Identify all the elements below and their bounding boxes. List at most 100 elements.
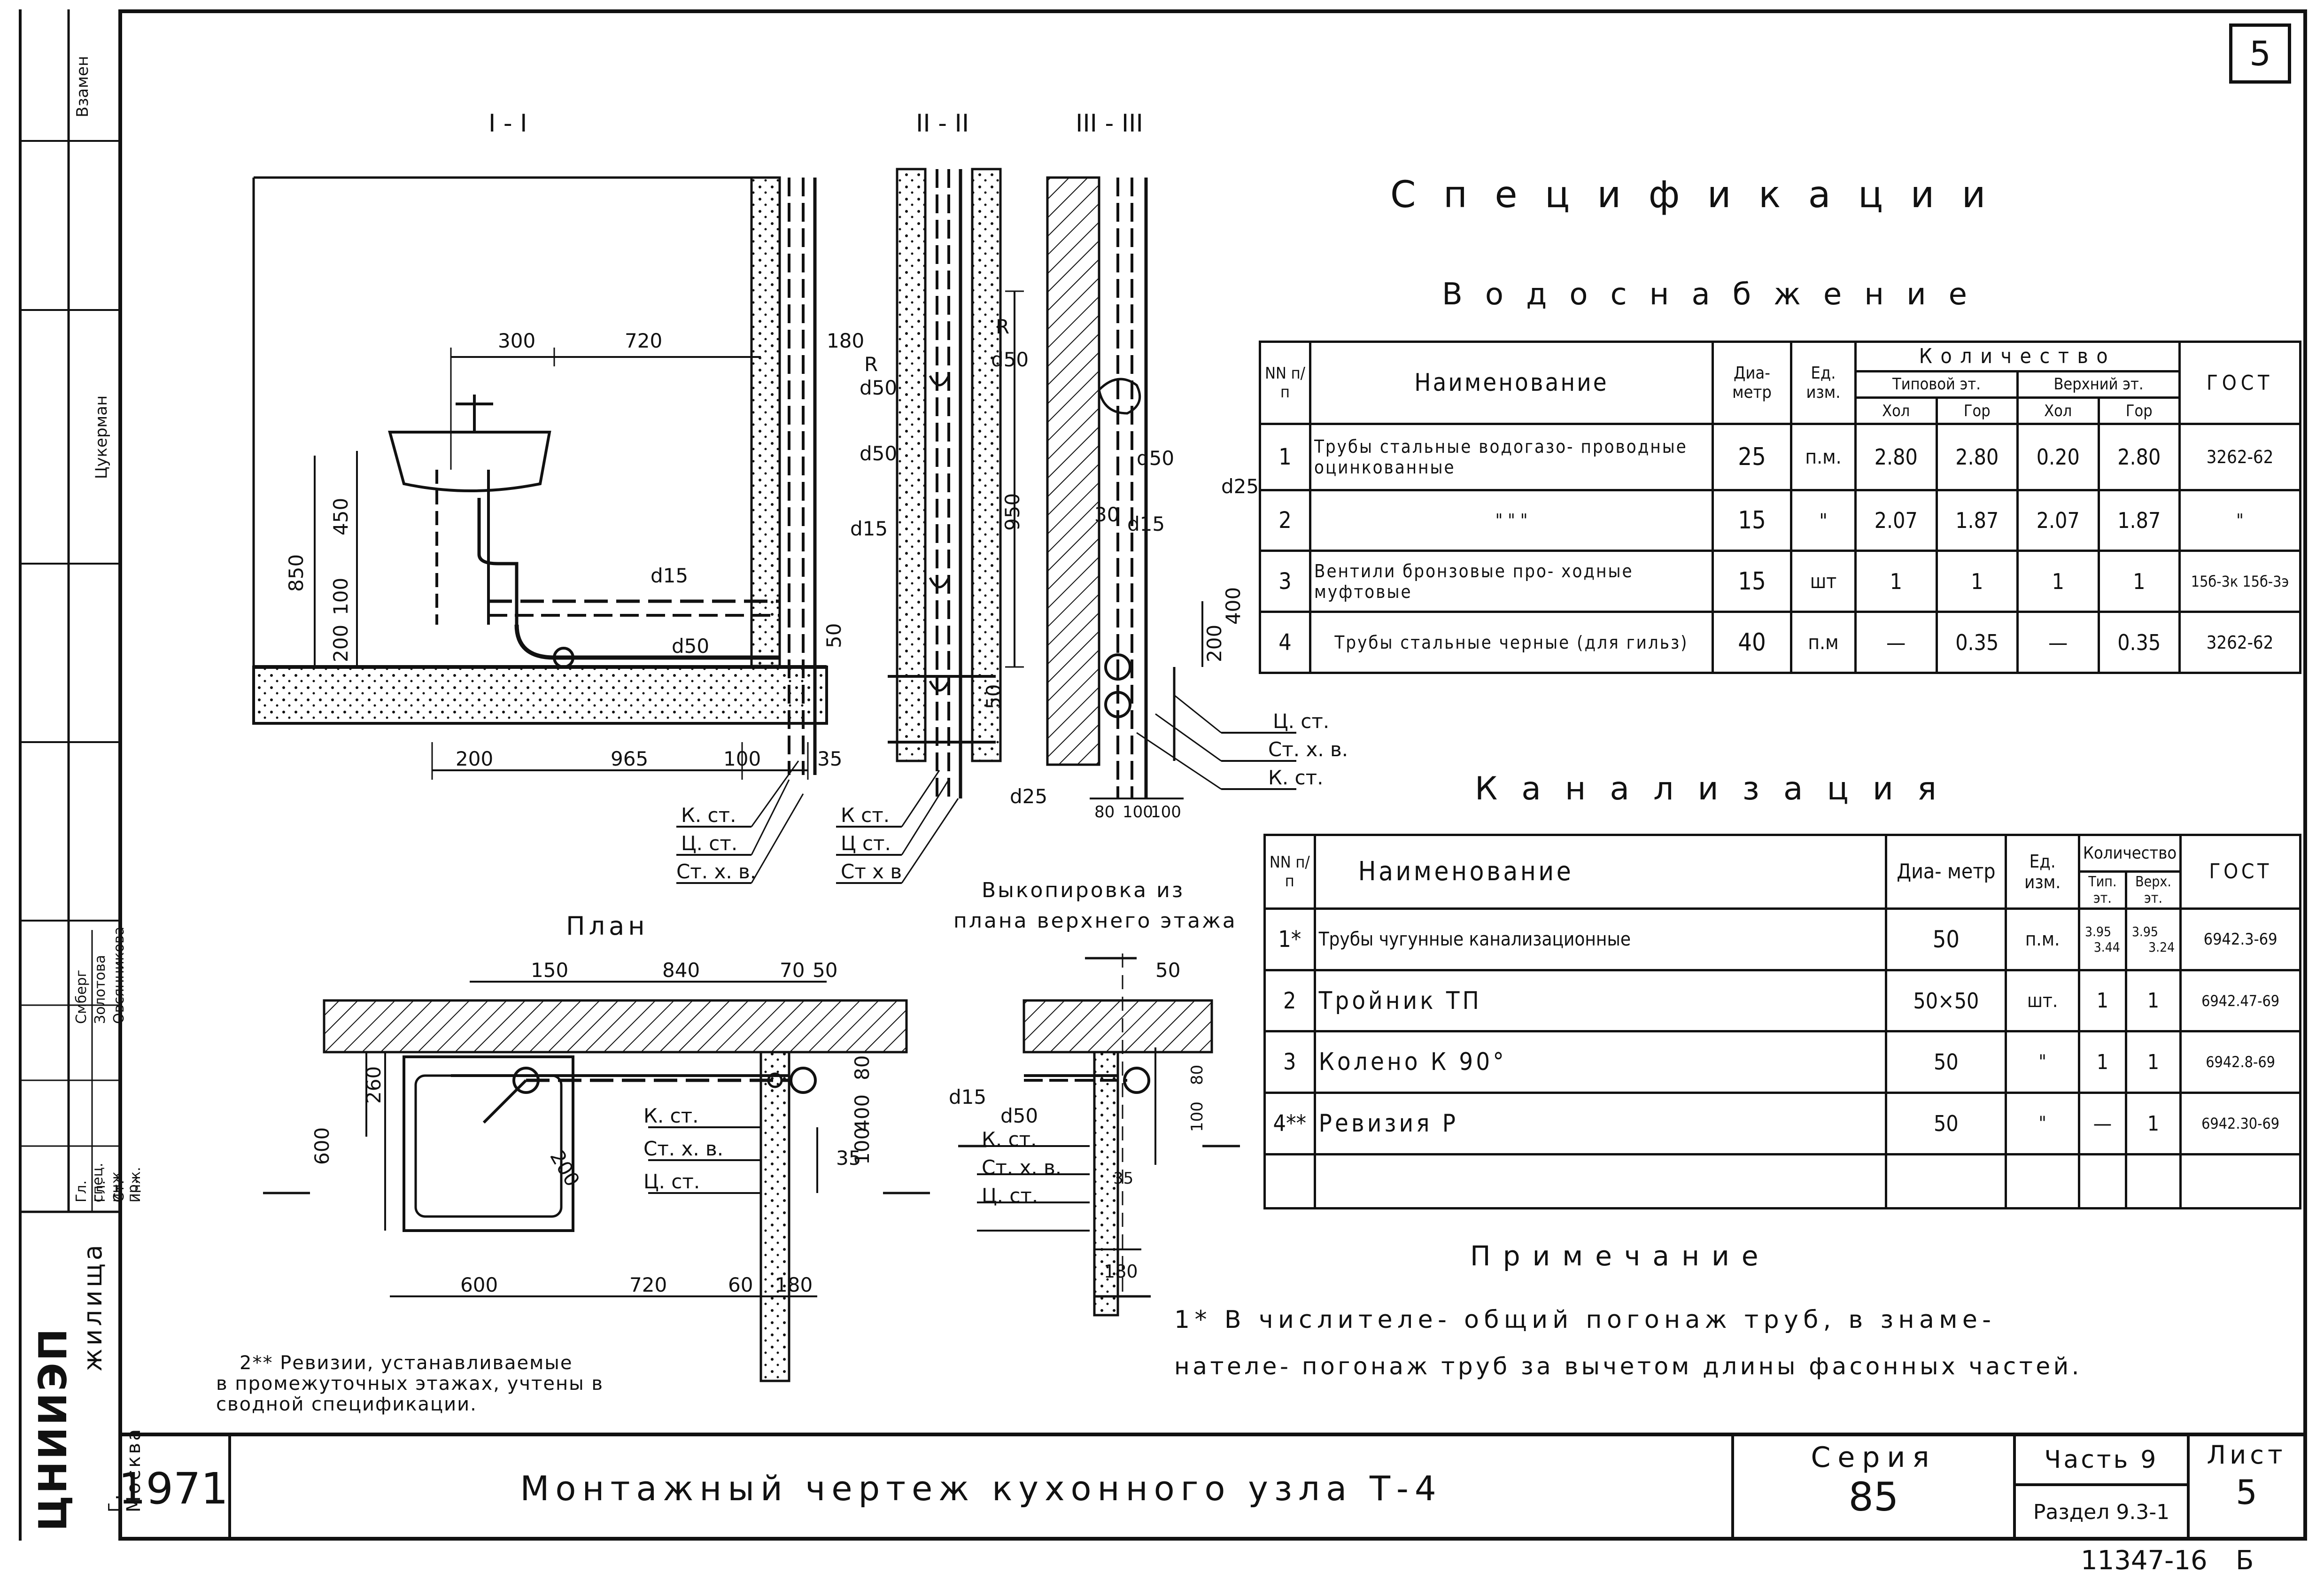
title-block: 1971 Монтажный чертеж кухонного узла Т-4… <box>118 1433 2307 1541</box>
dim-200: 200 <box>329 625 352 662</box>
series-label: Серия <box>1811 1441 1937 1474</box>
frac-top: 3.95 3.24 <box>2124 907 2182 971</box>
table-row: 4** Ревизия Р 50 " — 1 6942.30-69 <box>1263 1092 2301 1155</box>
dim-35-up: 35 <box>1113 1169 1133 1188</box>
dim-80-plan: 80 <box>851 1055 874 1080</box>
table-row: 1* Трубы чугунные канализационные 50 п.м… <box>1263 907 2301 971</box>
dim-950: 950 <box>1001 493 1024 531</box>
sheet-label: Лист <box>2207 1440 2286 1470</box>
wt-h-nn: NN п/п <box>1259 340 1311 426</box>
label-st-xv: Ст. х. в. <box>676 860 756 883</box>
dim-100-plan: 100 <box>851 1127 874 1165</box>
table-row: 3 Вентили бронзовые про- ходные муфтовые… <box>1259 550 2301 613</box>
section-3-3 <box>1046 176 1296 799</box>
r-label-3: R <box>996 315 1009 338</box>
dim-600-h: 600 <box>460 1273 498 1296</box>
dia-25-2: d25 <box>1010 785 1047 808</box>
wt-h-qty: Количество <box>1854 341 2181 372</box>
series-cell: Серия 85 <box>1734 1436 2016 1541</box>
dim-35-plan: 35 <box>836 1147 861 1170</box>
note-2-line-1: 2** Ревизии, устанавливаемые <box>240 1352 573 1374</box>
note-1-line-2: нателе- погонаж труб за вычетом длины фа… <box>1174 1353 2083 1380</box>
dia-50-label: d50 <box>672 635 709 658</box>
label-k-st-2: К ст. <box>841 804 890 827</box>
dia-15-label: d15 <box>651 564 688 587</box>
drawing-labels: I - I II - II III - III План Выкопировка… <box>285 109 1348 1296</box>
st-h-typ: Тип. эт. <box>2078 870 2127 910</box>
frac-typ: 3.95 3.44 <box>2078 907 2127 971</box>
dia-50-2b: d50 <box>860 442 897 465</box>
dim-180-up: 180 <box>1104 1261 1138 1282</box>
st-h-nn: NN п/п <box>1263 834 1316 910</box>
format-letter: Б <box>2236 1545 2254 1576</box>
label-k-st-up: К. ст. <box>982 1128 1037 1151</box>
note-2-line-3: сводной спецификации. <box>216 1394 477 1415</box>
wt-h-hot1: Гор <box>1935 396 2019 426</box>
dim-70: 70 <box>780 959 805 982</box>
plan-label: План <box>566 911 649 941</box>
dim-200-bottom: 200 <box>456 747 493 770</box>
year-cell: 1971 <box>118 1436 231 1541</box>
water-table: NN п/п Наименование Диа- метр Ед. изм. К… <box>1259 340 2301 674</box>
dim-50-plan: 50 <box>813 959 837 982</box>
wt-h-unit: Ед. изм. <box>1790 340 1857 426</box>
part: Часть 9 <box>2016 1436 2187 1486</box>
dim-150: 150 <box>531 959 568 982</box>
st-h-name: Наименование <box>1313 834 1888 910</box>
dim-100-bottom: 100 <box>723 747 761 770</box>
label-ts-st-up: Ц. ст. <box>982 1184 1038 1207</box>
dim-720-plan: 720 <box>629 1273 667 1296</box>
label-ts-st-3: Ц. ст. <box>1273 710 1329 733</box>
left-strip: Взамен Цукерман Гл. спец. Гл. инж. пр. С… <box>19 9 145 1541</box>
drawing-title-cell: Монтажный чертеж кухонного узла Т-4 <box>231 1436 1734 1541</box>
dim-100-3b: 100 <box>1151 803 1181 822</box>
dim-400-3: 400 <box>1222 587 1245 625</box>
dim-965: 965 <box>611 747 648 770</box>
copy-title-2: плана верхнего этажа <box>953 909 1237 933</box>
st-h-unit: Ед. изм. <box>2005 834 2080 910</box>
table-row: 2 Тройник ТП 50×50 шт. 1 1 6942.47-69 <box>1263 969 2301 1033</box>
dim-50-2: 50 <box>982 684 1005 709</box>
dim-450: 450 <box>329 498 352 535</box>
dia-15-3: d15 <box>1127 512 1165 535</box>
table-row: 3 Колено К 90° 50 " 1 1 6942.8-69 <box>1263 1030 2301 1094</box>
sheet-value: 5 <box>2236 1472 2257 1512</box>
table-row: 4 Трубы стальные черные (для гильз) 40 п… <box>1259 611 2301 674</box>
water-title: Водоснабжение <box>1442 277 1990 312</box>
dim-80-up: 80 <box>1188 1065 1207 1085</box>
dia-50-up: d50 <box>1000 1104 1038 1127</box>
series-value: 85 <box>1848 1474 1899 1520</box>
left-strip-lines <box>22 9 121 1213</box>
page-number: 5 <box>2249 34 2271 73</box>
dim-850: 850 <box>285 554 308 592</box>
dim-200-plan: 200 <box>545 1147 584 1191</box>
section-3-label: III - III <box>1076 109 1143 138</box>
dia-50-3: d50 <box>991 348 1029 371</box>
dim-180: 180 <box>827 329 864 352</box>
copy-title-1: Выкопировка из <box>982 878 1185 902</box>
upper-floor-drawing <box>958 953 1240 1317</box>
page-number-box: 5 <box>2229 23 2291 84</box>
note-2-line-2: в промежуточных этажах, учтены в <box>216 1373 604 1395</box>
sewer-title: Канализация <box>1475 770 1960 807</box>
wt-h-cold1: Хол <box>1854 396 1938 426</box>
sheet-cell: Лист 5 <box>2190 1436 2303 1541</box>
label-ts-st-2: Ц ст. <box>841 832 891 855</box>
sheet-frame <box>118 9 2307 1541</box>
section-2-2 <box>836 168 1024 884</box>
dia-50-3b: d50 <box>1137 447 1174 470</box>
r-label-2: R <box>864 353 878 376</box>
label-ts-st-plan: Ц. ст. <box>643 1170 700 1193</box>
label-k-st-plan: К. ст. <box>643 1104 698 1127</box>
dim-100-up: 100 <box>1188 1101 1207 1132</box>
label-k-st: К. ст. <box>681 804 736 827</box>
section-1-1 <box>252 176 828 884</box>
section-1-label: I - I <box>488 109 527 138</box>
table-row: 2 " " " 15 " 2.07 1.87 2.07 1.87 " <box>1259 488 2301 552</box>
dim-720: 720 <box>625 329 662 352</box>
dim-600-v: 600 <box>310 1127 333 1165</box>
st-h-dia: Диа- метр <box>1885 834 2007 910</box>
dia-15-2: d15 <box>850 517 888 540</box>
table-row: 1 Трубы стальные водогазо- проводные оци… <box>1259 423 2301 491</box>
